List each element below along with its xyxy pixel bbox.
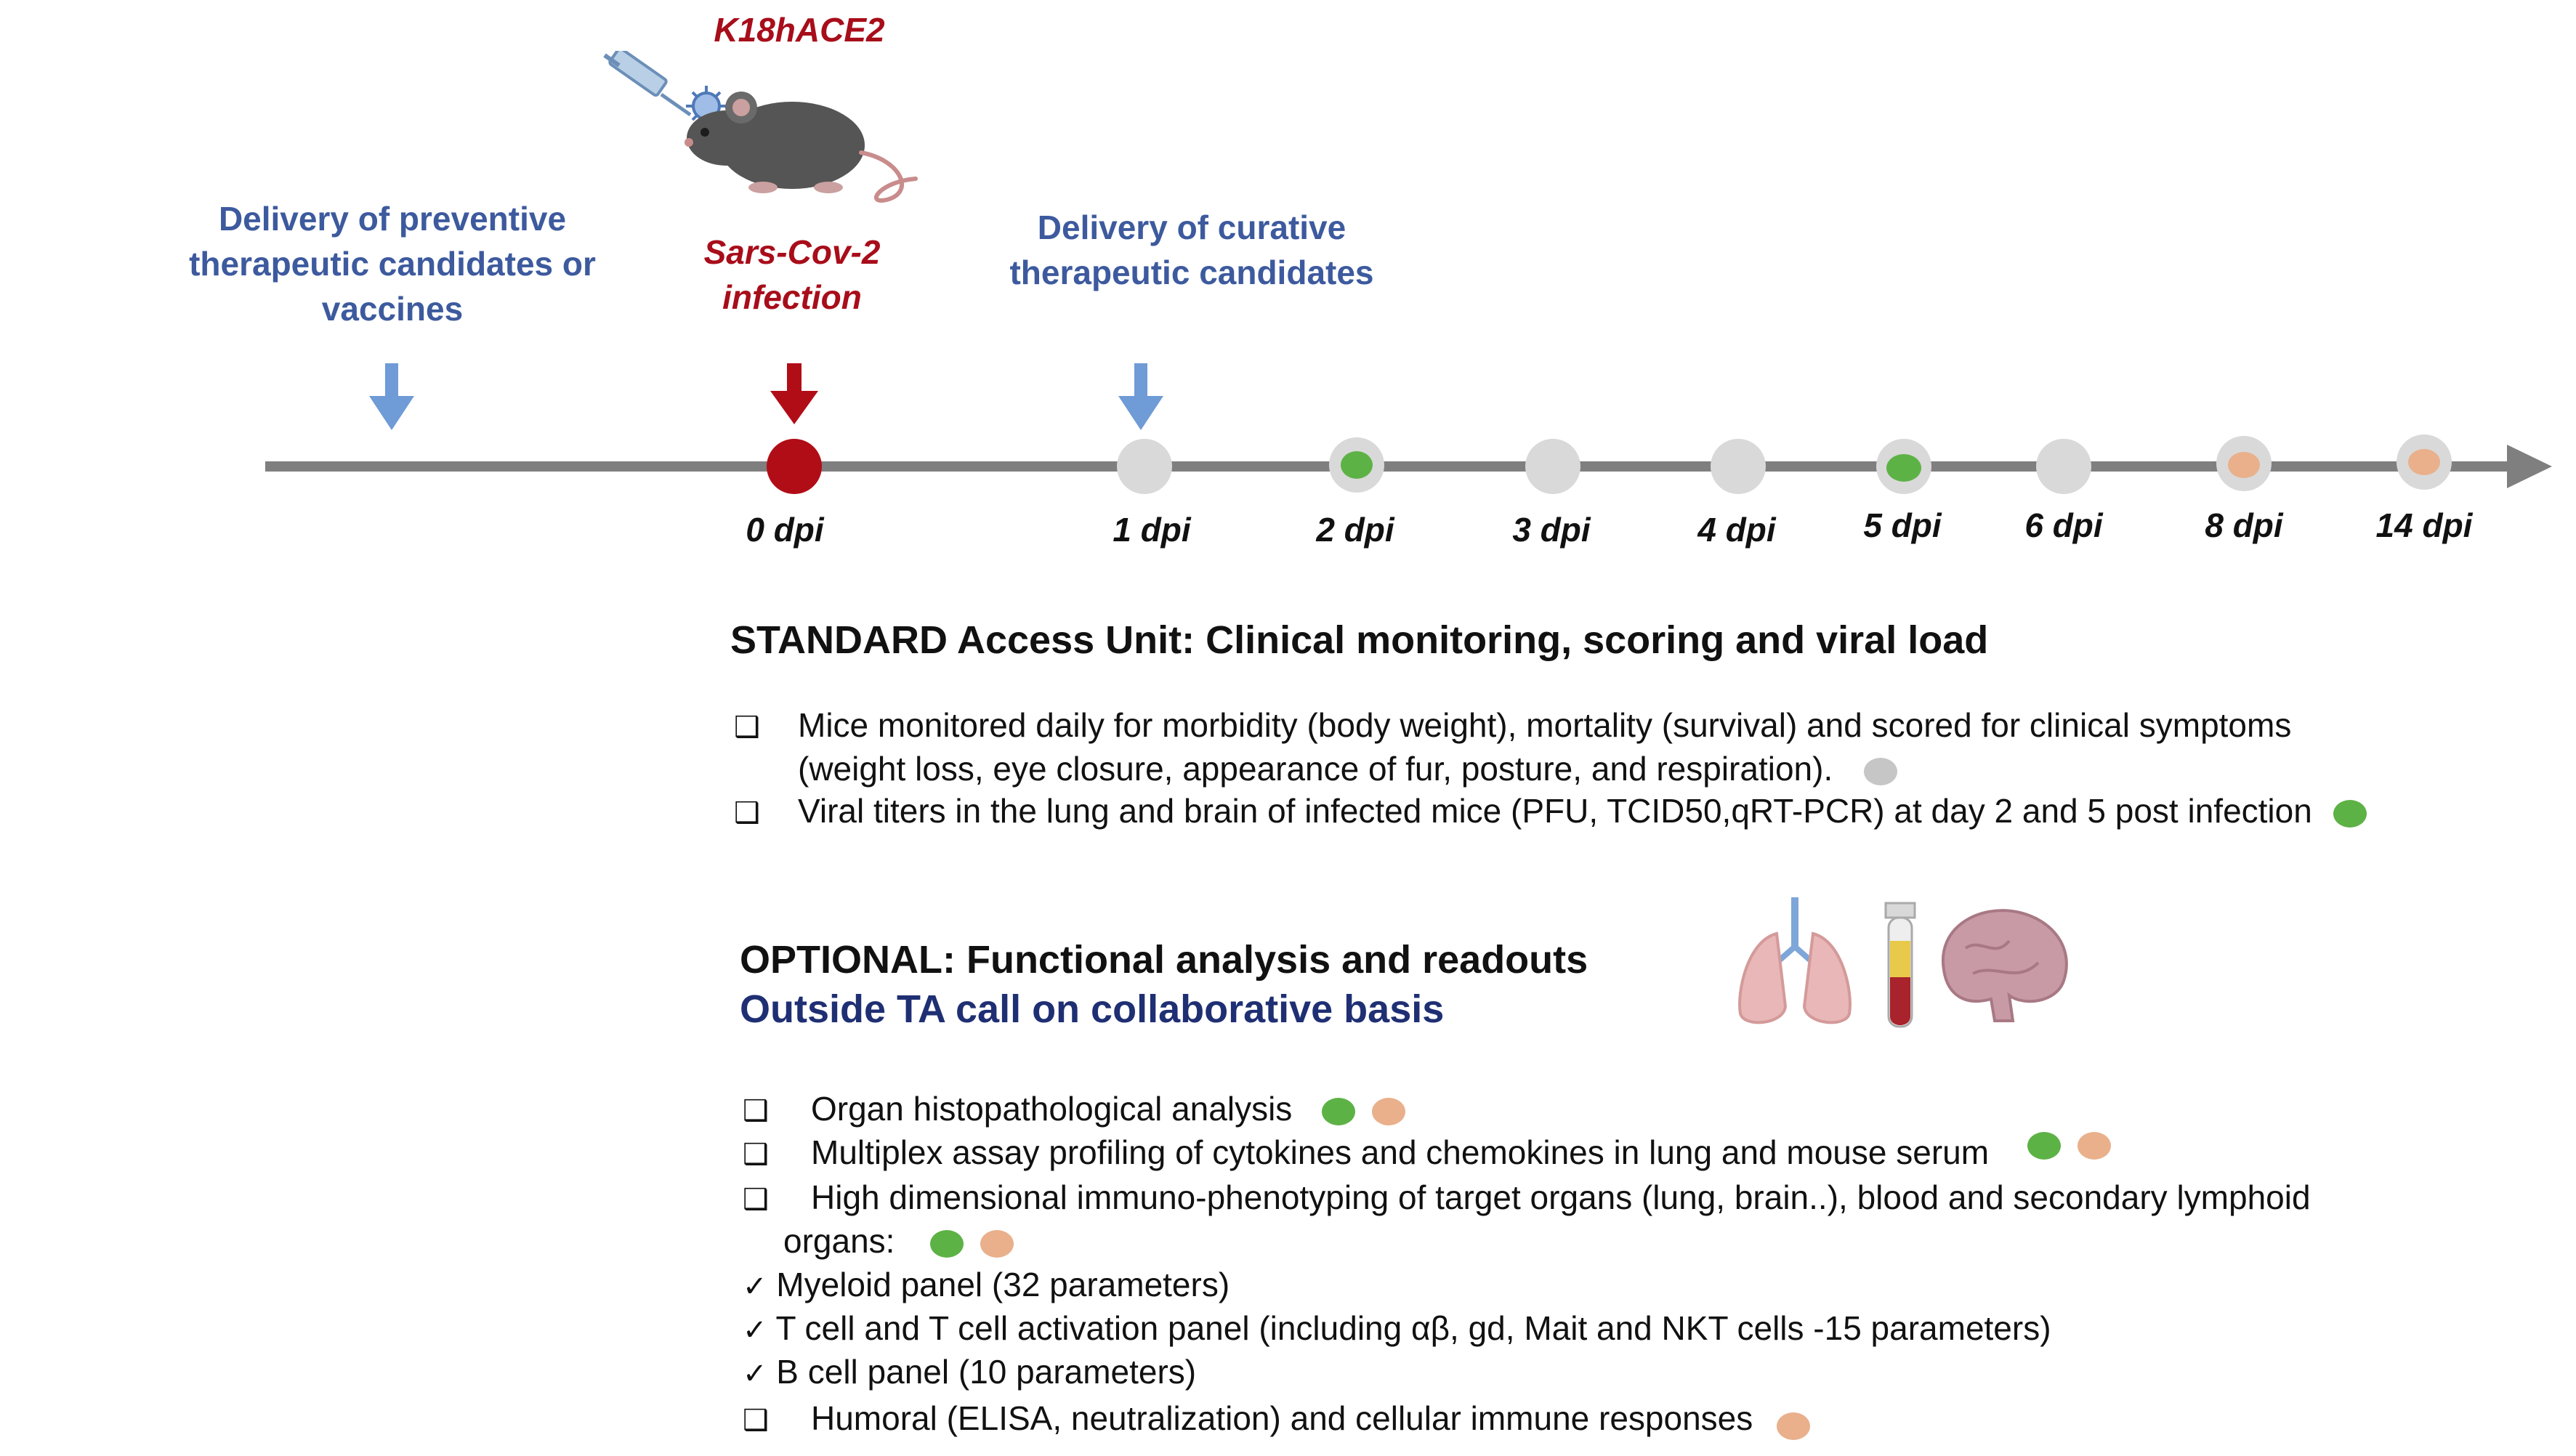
infection-label-line-2: infection — [722, 278, 862, 316]
checkbox-icon: ❑ — [743, 1183, 769, 1216]
optional-bullet-3: ❑ — [743, 1176, 769, 1221]
optional-title: OPTIONAL: Functional analysis and readou… — [740, 938, 1588, 982]
orange-marker — [1777, 1412, 1811, 1440]
timeline — [265, 363, 2552, 494]
day-5-green-marker — [1886, 454, 1921, 482]
infection-label: Sars-Cov-2 infection — [654, 230, 930, 320]
tick-label-1: 1 dpi — [1113, 511, 1191, 549]
tick-label-14: 14 dpi — [2375, 506, 2473, 544]
green-marker — [2333, 799, 2367, 828]
optional-item-3-continued: organs: — [783, 1219, 1014, 1263]
tick-label-8: 8 dpi — [2205, 506, 2283, 544]
optional-bullet-4: ❑ — [743, 1396, 769, 1442]
orange-marker — [2077, 1132, 2111, 1160]
optional-item-2: Multiplex assay profiling of cytokines a… — [811, 1131, 2111, 1174]
standard-item-1-line-1: Mice monitored daily for morbidity (body… — [798, 706, 2292, 744]
tick-label-6: 6 dpi — [2024, 506, 2103, 544]
preventive-label-line-3: vaccines — [321, 290, 464, 328]
tick-label-0: 0 dpi — [746, 511, 824, 549]
checkbox-icon: ❑ — [743, 1094, 769, 1128]
preventive-label: Delivery of preventive therapeutic candi… — [131, 196, 654, 331]
curative-label-line-2: therapeutic candidates — [1009, 254, 1374, 291]
orange-marker — [980, 1229, 1014, 1258]
preventive-arrow — [369, 363, 414, 430]
green-marker — [2027, 1132, 2061, 1160]
curative-label-line-1: Delivery of curative — [1037, 209, 1346, 246]
tick-label-3: 3 dpi — [1512, 511, 1591, 549]
mouse-label: K18hACE2 — [714, 11, 885, 49]
preventive-label-line-1: Delivery of preventive — [218, 200, 567, 238]
curative-label: Delivery of curative therapeutic candida… — [945, 205, 1439, 295]
optional-item-4: Humoral (ELISA, neutralization) and cell… — [811, 1396, 1811, 1440]
standard-bullet-2: ❑ — [734, 789, 760, 835]
infection-label-line-1: Sars-Cov-2 — [703, 233, 881, 271]
infection-arrow — [770, 363, 818, 424]
day-8-orange-marker — [2228, 452, 2260, 478]
checkbox-icon: ❑ — [734, 796, 760, 830]
check-item-3: ✓ B cell panel (10 parameters) — [743, 1353, 1197, 1391]
optional-bullet-1: ❑ — [743, 1087, 769, 1133]
optional-item-1: Organ histopathological analysis — [811, 1087, 1405, 1131]
day-14-orange-marker — [2408, 449, 2440, 475]
day-6-node — [2036, 439, 2091, 494]
checkbox-icon: ❑ — [734, 711, 760, 744]
day-3-node — [1525, 439, 1580, 494]
lungs-icon — [1738, 897, 1852, 1024]
day-2-green-marker — [1341, 451, 1373, 479]
timeline-arrowhead — [2507, 445, 2552, 488]
optional-subtitle: Outside TA call on collaborative basis — [740, 987, 1445, 1031]
check-item-2: ✓ T cell and T cell activation panel (in… — [743, 1309, 2051, 1347]
tick-label-5: 5 dpi — [1863, 506, 1942, 544]
checkmark-icon: ✓ — [743, 1270, 767, 1303]
curative-arrow — [1118, 363, 1163, 430]
standard-item-2: Viral titers in the lung and brain of in… — [798, 789, 2571, 833]
check-item-1: ✓ Myeloid panel (32 parameters) — [743, 1266, 1230, 1303]
checkbox-icon: ❑ — [743, 1138, 769, 1171]
green-marker — [930, 1229, 964, 1258]
grey-marker — [1864, 757, 1898, 785]
standard-item-1: Mice monitored daily for morbidity (body… — [798, 703, 2556, 790]
mouse-icon — [685, 92, 918, 203]
day-0-node — [767, 439, 822, 494]
standard-title: STANDARD Access Unit: Clinical monitorin… — [730, 618, 1989, 662]
day-4-node — [1711, 439, 1766, 494]
optional-bullet-2: ❑ — [743, 1131, 769, 1176]
optional-item-3: High dimensional immuno-phenotyping of t… — [811, 1178, 2311, 1216]
standard-bullet-1: ❑ — [734, 703, 760, 749]
checkmark-icon: ✓ — [743, 1314, 767, 1347]
organ-icons — [1738, 897, 2068, 1028]
green-marker — [1322, 1097, 1356, 1125]
standard-item-1-line-2: (weight loss, eye closure, appearance of… — [798, 747, 2556, 790]
tick-label-4: 4 dpi — [1697, 511, 1776, 549]
orange-marker — [1371, 1097, 1405, 1125]
day-1-node — [1117, 439, 1172, 494]
syringe-icon — [603, 51, 692, 117]
checkbox-icon: ❑ — [743, 1404, 769, 1437]
blood-tube-icon — [1884, 902, 1916, 1028]
brain-icon — [1941, 909, 2068, 1022]
preventive-label-line-2: therapeutic candidates or — [189, 245, 596, 283]
checkmark-icon: ✓ — [743, 1357, 767, 1391]
tick-label-2: 2 dpi — [1316, 511, 1394, 549]
mouse-infection-illustration — [603, 51, 918, 203]
